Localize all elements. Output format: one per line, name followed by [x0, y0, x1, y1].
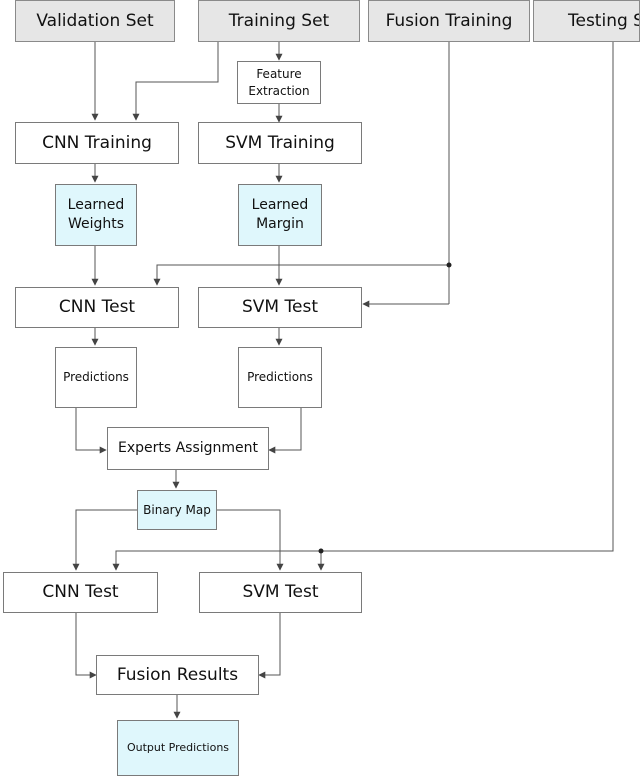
cnn-test-node-2: CNN Test — [3, 572, 158, 613]
cnn-training-label: CNN Training — [42, 132, 152, 153]
feature-extraction-node: Feature Extraction — [237, 61, 321, 104]
predictions-node-2: Predictions — [238, 347, 322, 408]
svm-test-2-label: SVM Test — [242, 582, 319, 603]
edge-testing-to-cnn-test2 — [112, 550, 321, 571]
output-predictions-node: Output Predictions — [117, 720, 239, 776]
binary-map-node: Binary Map — [137, 490, 217, 530]
output-predictions-label: Output Predictions — [126, 740, 230, 754]
cnn-test-2-label: CNN Test — [42, 582, 119, 603]
predictions-2-label: Predictions — [247, 370, 313, 385]
learned-weights-node: Learned Weights — [55, 184, 137, 246]
cnn-test-node-1: CNN Test — [15, 287, 179, 328]
training-set-node: Training Set — [198, 0, 360, 42]
edge-cnn-test2-to-fusion — [75, 613, 97, 679]
experts-assignment-node: Experts Assignment — [107, 427, 269, 470]
svm-training-node: SVM Training — [198, 122, 362, 164]
experts-assignment-label: Experts Assignment — [117, 440, 259, 457]
binary-map-label: Binary Map — [143, 502, 211, 517]
learned-margin-label: Learned Margin — [251, 197, 309, 232]
svm-test-1-label: SVM Test — [242, 297, 318, 318]
edge-binary-map-to-svm-test2 — [217, 509, 284, 571]
predictions-1-label: Predictions — [63, 370, 129, 385]
predictions-node-1: Predictions — [55, 347, 137, 408]
cnn-test-1-label: CNN Test — [58, 297, 136, 318]
learned-weights-label: Learned Weights — [67, 197, 125, 232]
training-set-label: Training Set — [228, 10, 330, 31]
fusion-results-label: Fusion Results — [116, 664, 239, 685]
svm-test-node-2: SVM Test — [199, 572, 362, 613]
svm-training-label: SVM Training — [225, 132, 335, 153]
testing-set-label: Testing S — [568, 10, 640, 31]
edge-predictions1-to-experts — [75, 408, 107, 454]
svm-test-node-1: SVM Test — [198, 287, 362, 328]
edge-binary-map-to-cnn-test2 — [72, 509, 137, 571]
validation-set-label: Validation Set — [36, 10, 154, 31]
validation-set-node: Validation Set — [15, 0, 175, 42]
fusion-results-node: Fusion Results — [96, 655, 259, 695]
junction-dot-fusion — [446, 262, 452, 268]
junction-dot-testing — [318, 548, 324, 554]
edge-predictions2-to-experts — [268, 408, 302, 454]
edge-testing-trunk — [321, 42, 614, 552]
edge-fusion-to-cnn-test — [153, 264, 449, 286]
testing-set-node: Testing S — [533, 0, 640, 42]
feature-extraction-label: Feature Extraction — [248, 67, 310, 98]
fusion-training-node: Fusion Training — [368, 0, 530, 42]
fusion-training-label: Fusion Training — [385, 10, 513, 31]
cnn-training-node: CNN Training — [15, 122, 179, 164]
learned-margin-node: Learned Margin — [238, 184, 322, 246]
edge-training-to-cnn-training — [132, 42, 219, 121]
edge-svm-test2-to-fusion — [258, 613, 281, 679]
